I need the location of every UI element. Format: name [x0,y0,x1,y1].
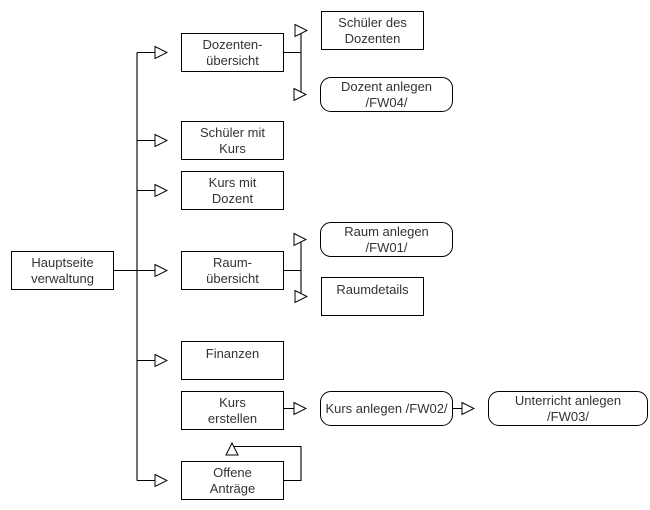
node-label: Kurs erstellen [207,394,258,426]
node-dozenten-uebersicht[interactable]: Dozenten- übersicht [181,33,284,72]
node-label: Hauptseite verwaltung [31,254,94,286]
node-raum-uebersicht[interactable]: Raum- übersicht [181,251,284,290]
node-label: Schüler mit Kurs [199,124,266,156]
node-schueler-mit-kurs[interactable]: Schüler mit Kurs [181,121,284,160]
node-label: Kurs mit Dozent [208,174,257,206]
node-label: Dozenten- übersicht [202,36,263,68]
node-kurs-anlegen-fw02[interactable]: Kurs anlegen /FW02/ [320,391,453,426]
node-label: Unterricht anlegen /FW03/ [514,392,622,424]
node-kurs-erstellen[interactable]: Kurs erstellen [181,391,284,430]
node-label: Raum anlegen /FW01/ [344,223,429,255]
node-unterricht-anlegen-fw03[interactable]: Unterricht anlegen /FW03/ [488,391,648,426]
node-label: Schüler des Dozenten [338,14,407,46]
edge-offene-antraege-kurs-erstellen [232,443,302,482]
node-offene-antraege[interactable]: Offene Anträge [181,461,284,500]
node-label: Raum- übersicht [206,254,259,286]
node-label: Raumdetails [336,282,409,297]
node-label: Kurs anlegen /FW02/ [325,400,448,416]
node-kurs-mit-dozent[interactable]: Kurs mit Dozent [181,171,284,210]
node-schueler-des-dozenten[interactable]: Schüler des Dozenten [321,11,424,50]
node-label: Offene Anträge [209,464,256,496]
node-label: Dozent anlegen /FW04/ [340,78,433,110]
node-label: Finanzen [205,346,260,361]
node-finanzen[interactable]: Finanzen [181,341,284,380]
node-dozent-anlegen-fw04[interactable]: Dozent anlegen /FW04/ [320,77,453,112]
node-raumdetails[interactable]: Raumdetails [321,277,424,316]
node-hauptseite-verwaltung[interactable]: Hauptseite verwaltung [11,251,114,290]
node-raum-anlegen-fw01[interactable]: Raum anlegen /FW01/ [320,222,453,257]
